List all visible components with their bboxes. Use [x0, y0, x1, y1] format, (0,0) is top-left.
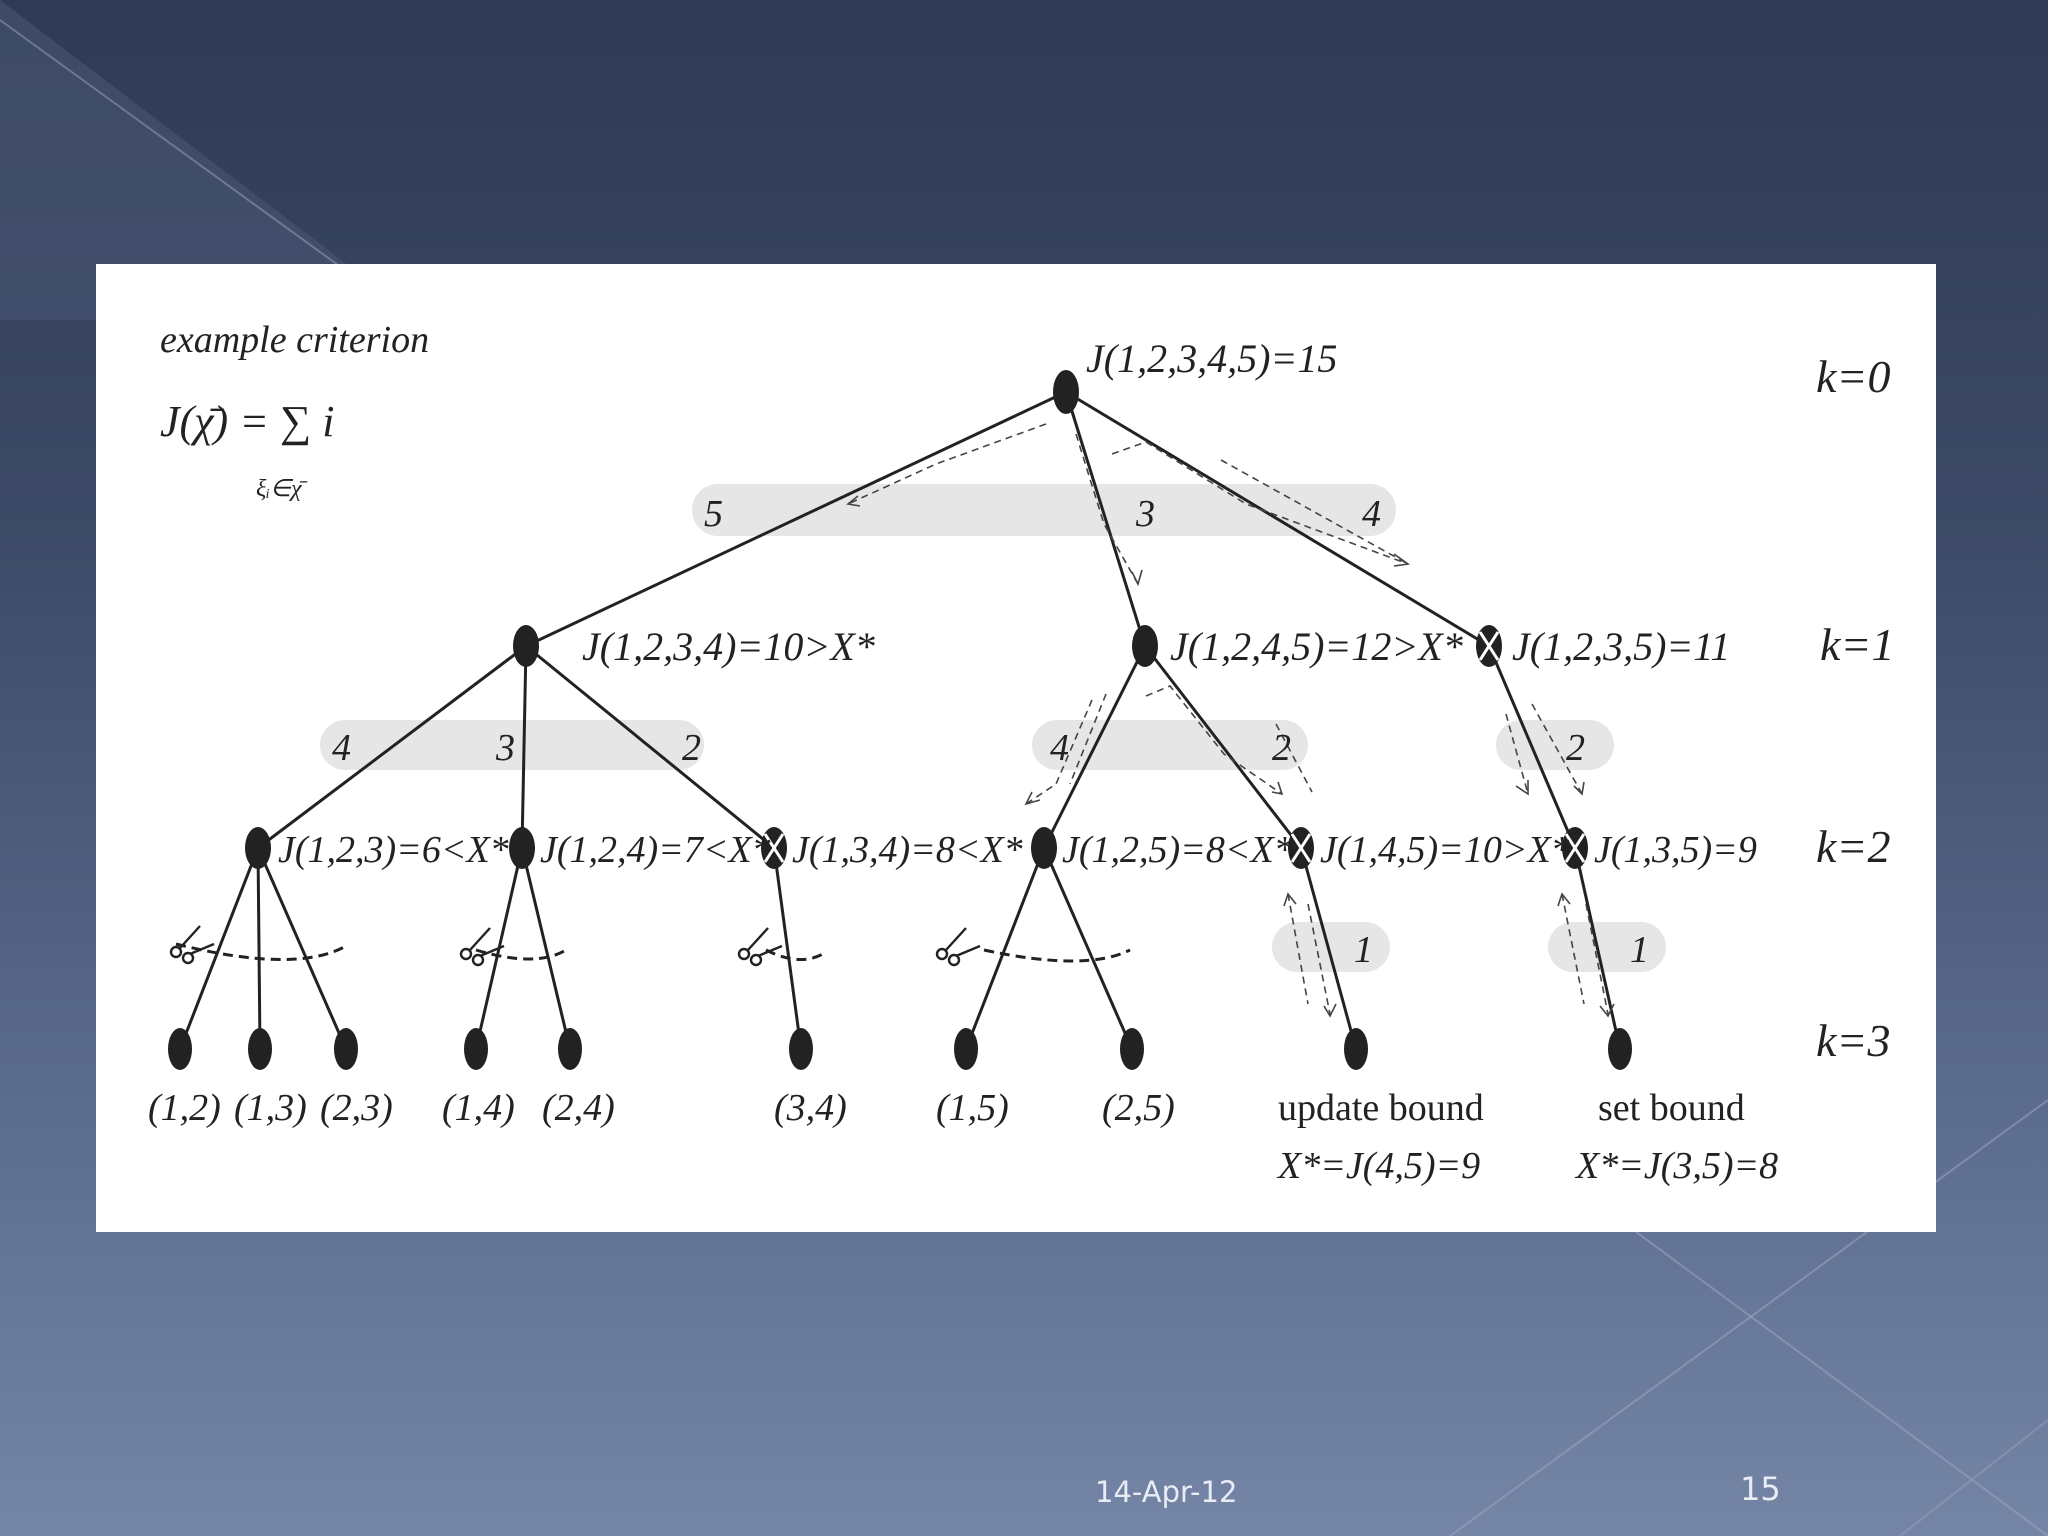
update-bound-note: update bound X*=J(4,5)=9 — [1276, 1087, 1484, 1187]
node-125 — [1031, 827, 1057, 869]
edge-label-root-4: 4 — [1362, 493, 1381, 535]
set-bound-value: X*=J(3,5)=8 — [1574, 1145, 1778, 1187]
edge-label-a-4: 4 — [332, 727, 351, 769]
label-1234: J(1,2,3,4)=10>X* — [582, 624, 875, 669]
node-1234 — [513, 625, 539, 667]
leaf-label-15: (1,5) — [936, 1087, 1009, 1129]
leaf-15 — [954, 1028, 978, 1070]
leaf-14 — [464, 1028, 488, 1070]
edge-label-b-2: 2 — [1272, 727, 1291, 769]
edge-label-e-1: 1 — [1630, 929, 1649, 971]
set-bound-title: set bound — [1598, 1087, 1745, 1129]
edge-label-a-3: 3 — [495, 727, 515, 769]
edge-label-root-5: 5 — [704, 493, 723, 535]
update-bound-value: X*=J(4,5)=9 — [1276, 1145, 1480, 1187]
label-124: J(1,2,4)=7<X* — [540, 829, 771, 871]
node-135-crossed-icon — [1562, 827, 1588, 869]
update-bound-title: update bound — [1278, 1087, 1484, 1129]
label-125: J(1,2,5)=8<X* — [1062, 829, 1293, 871]
search-path-arrows — [847, 423, 1609, 1015]
leaf-24 — [558, 1028, 582, 1070]
leaf-25 — [1120, 1028, 1144, 1070]
label-135: J(1,3,5)=9 — [1594, 829, 1757, 871]
leaf-label-12: (1,2) — [148, 1087, 221, 1129]
leaf-label-23: (2,3) — [320, 1087, 393, 1129]
node-145-crossed-icon — [1288, 827, 1314, 869]
prune-cuts — [175, 942, 1131, 963]
leaf-13 — [248, 1028, 272, 1070]
set-bound-note: set bound X*=J(3,5)=8 — [1574, 1087, 1778, 1187]
label-root: J(1,2,3,4,5)=15 — [1086, 336, 1337, 381]
level-label-k1: k=1 — [1820, 619, 1894, 670]
leaf-label-24: (2,4) — [542, 1087, 615, 1129]
edge-label-bands — [320, 484, 1666, 972]
criterion-subscript: ξᵢ∈χ̄ — [256, 476, 308, 502]
leaf-34 — [789, 1028, 813, 1070]
leaf-label-14: (1,4) — [442, 1087, 515, 1129]
leaf-35 — [1608, 1028, 1632, 1070]
level-label-k3: k=3 — [1816, 1015, 1890, 1066]
level-label-k2: k=2 — [1816, 821, 1890, 872]
node-1235-crossed-icon — [1476, 625, 1502, 667]
criterion-title: example criterion — [160, 319, 429, 361]
edge-label-d-1: 1 — [1354, 929, 1373, 971]
leaf-label-13: (1,3) — [234, 1087, 307, 1129]
edge-label-root-3: 3 — [1135, 493, 1155, 535]
edge-label-b-4: 4 — [1050, 727, 1069, 769]
tree-nodes — [168, 370, 1632, 1070]
scissors-icon — [169, 925, 981, 967]
level-label-k0: k=0 — [1816, 351, 1890, 402]
node-124 — [509, 827, 535, 869]
leaf-23 — [334, 1028, 358, 1070]
leaf-label-25: (2,5) — [1102, 1087, 1175, 1129]
criterion-formula: J(χ̄) = ∑ i — [160, 397, 334, 446]
node-134-crossed-icon — [761, 827, 787, 869]
arrow-heads — [846, 495, 1615, 1018]
slide-date: 14-Apr-12 — [1095, 1475, 1238, 1509]
leaf-45 — [1344, 1028, 1368, 1070]
label-1245: J(1,2,4,5)=12>X* — [1170, 624, 1463, 669]
branch-and-bound-tree: example criterion J(χ̄) = ∑ i ξᵢ∈χ̄ J(1,… — [148, 319, 1894, 1187]
leaf-12 — [168, 1028, 192, 1070]
edge-label-c-2: 2 — [1566, 727, 1585, 769]
label-134: J(1,3,4)=8<X* — [792, 829, 1023, 871]
crossed-nodes — [761, 625, 1588, 869]
node-123 — [245, 827, 271, 869]
label-1235: J(1,2,3,5)=11 — [1512, 624, 1730, 669]
node-1245 — [1132, 625, 1158, 667]
label-145: J(1,4,5)=10>X* — [1320, 829, 1570, 871]
label-123: J(1,2,3)=6<X* — [278, 829, 509, 871]
node-root — [1053, 370, 1079, 414]
slide-page-number: 15 — [1740, 1470, 1781, 1508]
tree-edges — [178, 390, 1622, 1050]
leaf-label-34: (3,4) — [774, 1087, 847, 1129]
edge-label-a-2: 2 — [682, 727, 701, 769]
diagram-panel: example criterion J(χ̄) = ∑ i ξᵢ∈χ̄ J(1,… — [96, 264, 1936, 1232]
